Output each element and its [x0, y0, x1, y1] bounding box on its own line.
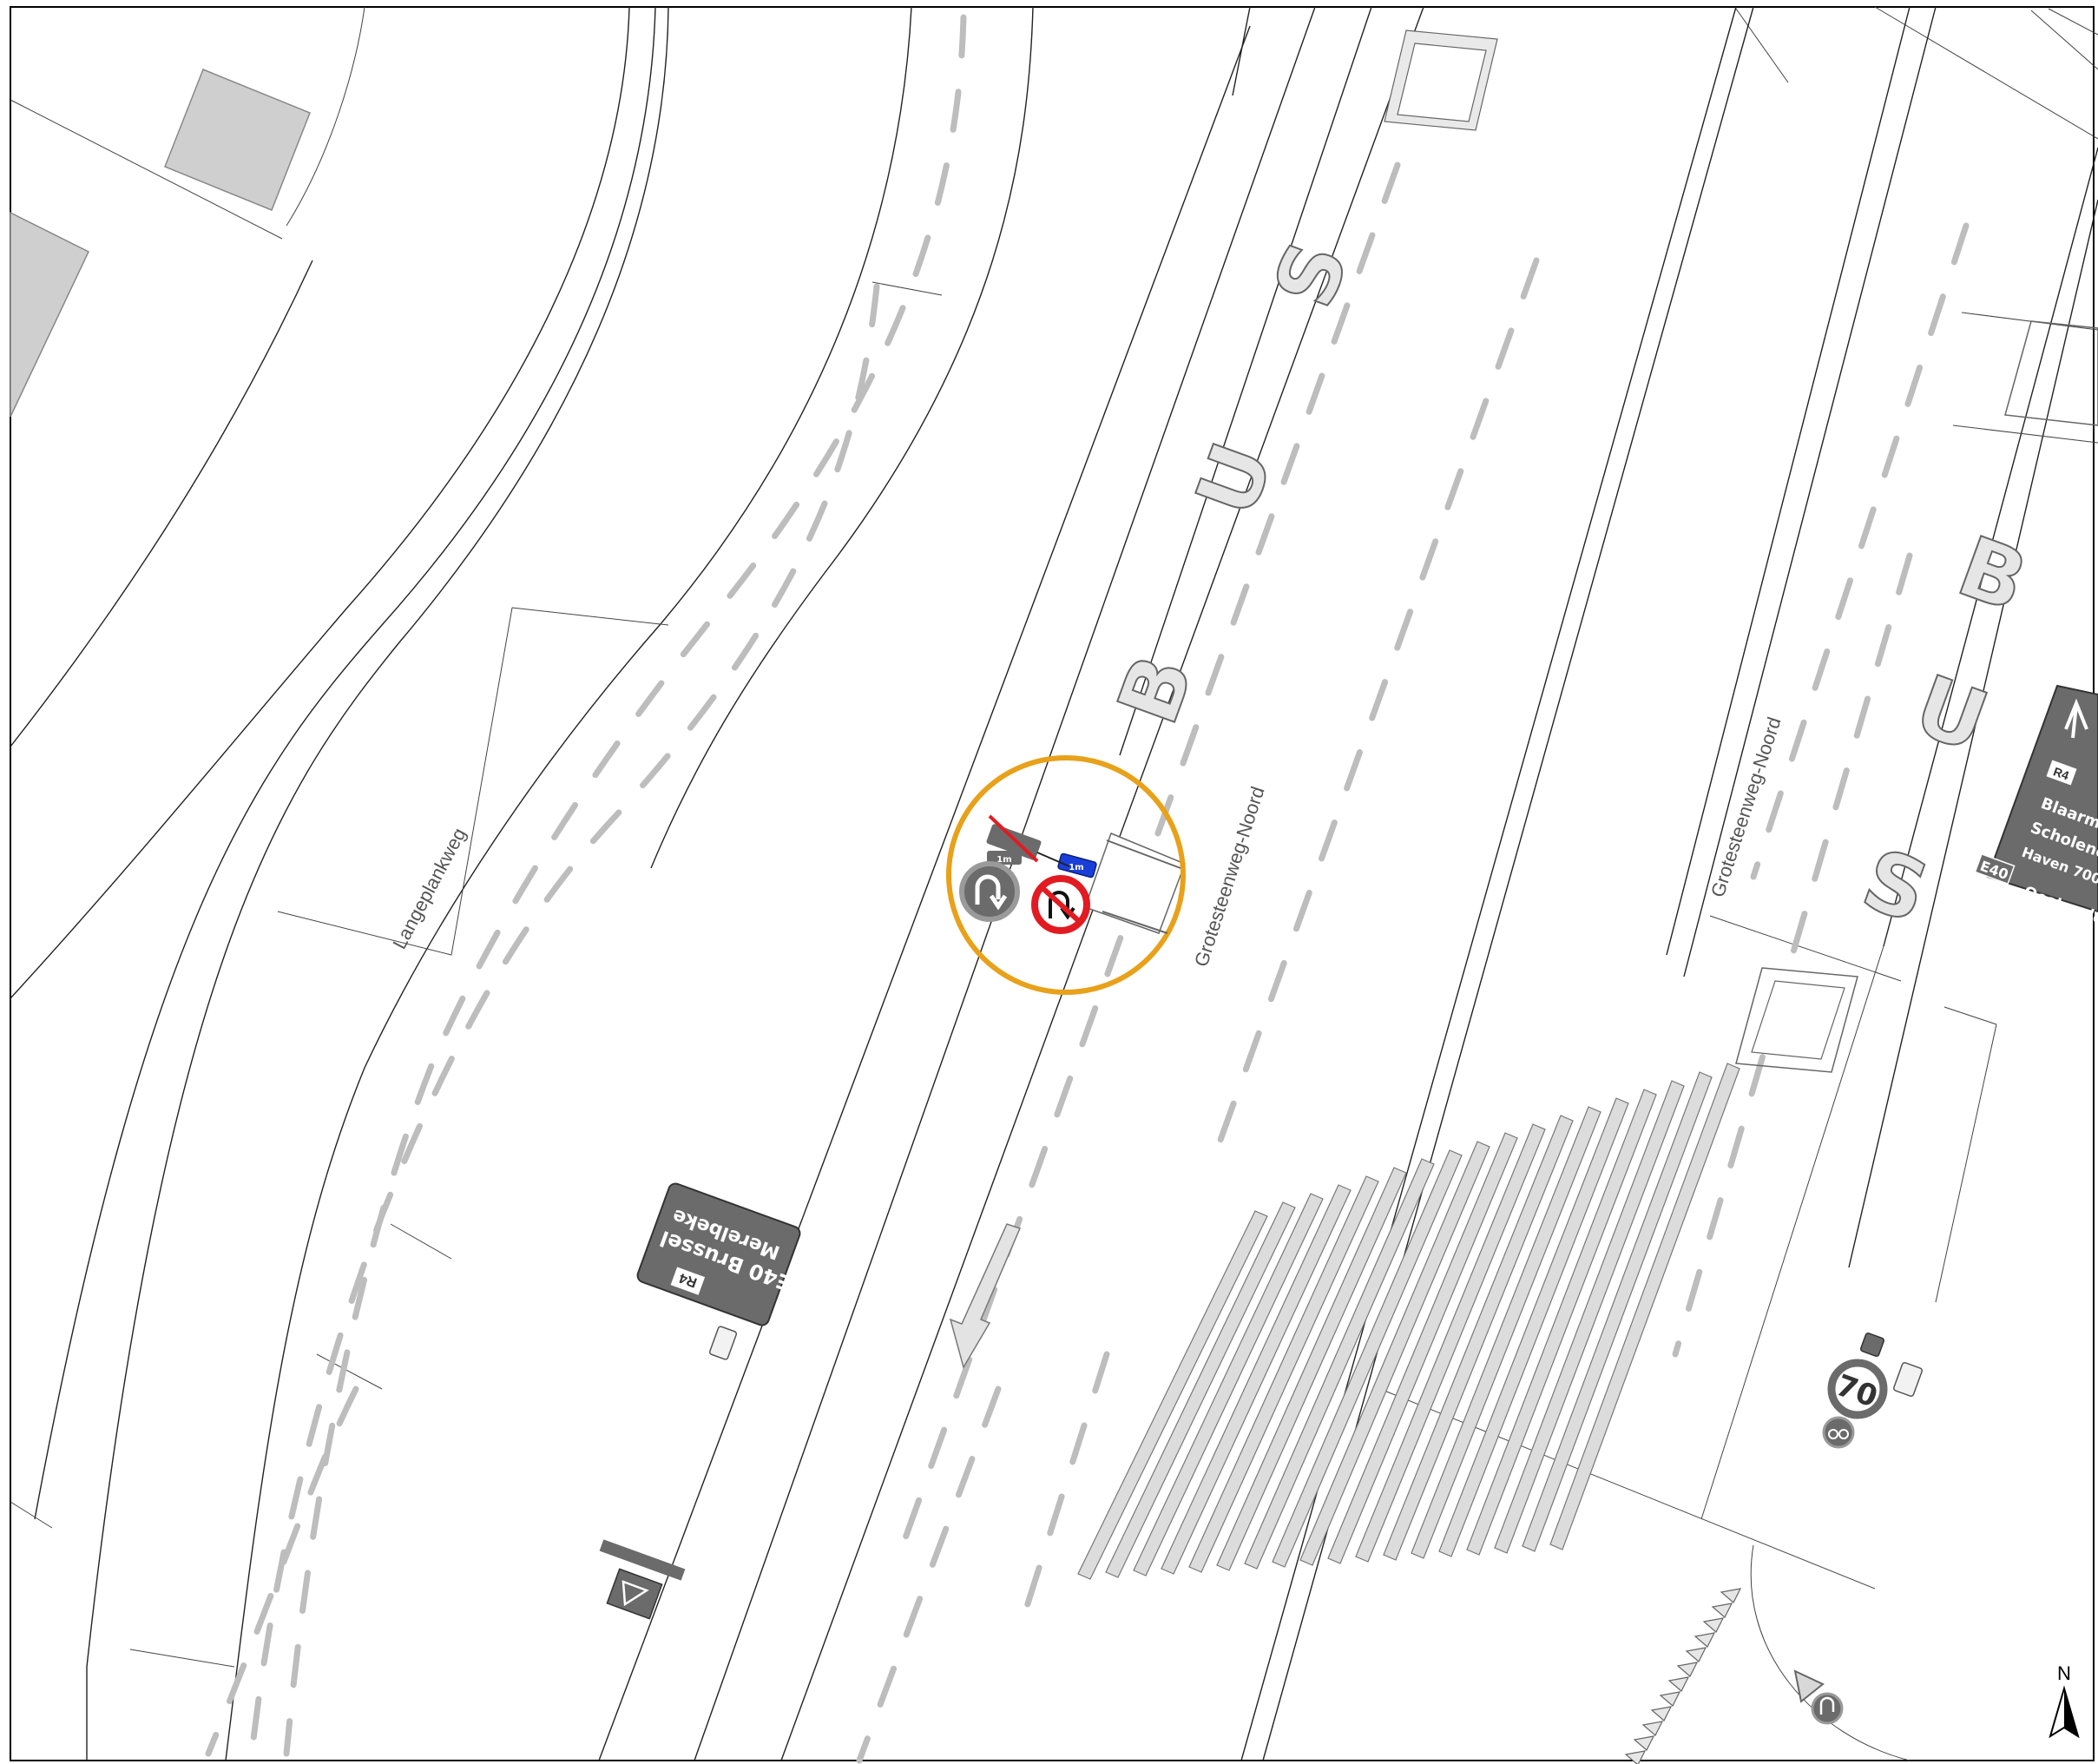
left-road-network: [10, 6, 1251, 1761]
give-way-triangle: [1667, 1676, 1690, 1692]
highlighted-sign-cluster[interactable]: 1m 1m: [946, 755, 1186, 995]
bus-letter: B: [1099, 643, 1212, 736]
sign-panel: [636, 1182, 801, 1326]
no-u-turn-arrow: [1049, 891, 1075, 920]
u-turn-sign-icon: [606, 1568, 663, 1620]
speed-limit-icon: [1827, 1359, 1888, 1419]
bottom-right-signs[interactable]: [1793, 1669, 1844, 1725]
direction-sign-right[interactable]: R4 Blaarm Scholenca Haven 7000- E40 Oost…: [1974, 684, 2098, 929]
hatch-stripe: [1161, 1184, 1352, 1575]
prohibition-slash: [1039, 885, 1082, 925]
arrow-plate: [599, 1539, 686, 1581]
hatch-stripe: [1494, 1080, 1685, 1554]
hatch-stripe: [1411, 1106, 1601, 1559]
building: [10, 211, 89, 418]
give-way-triangle: [1641, 1721, 1664, 1736]
route-shield-text: R4: [2052, 764, 2071, 782]
route-shield: [2046, 760, 2077, 786]
sub-plate: [987, 851, 1022, 865]
building: [164, 69, 311, 211]
lane-dashes: [1212, 257, 1540, 1158]
bus-letter: S: [1255, 230, 1367, 319]
hatch-stripe: [1105, 1201, 1296, 1578]
give-way-triangle: [1694, 1632, 1716, 1648]
lane-dashes: [248, 283, 880, 1757]
direction-arrow-icon: [2064, 698, 2088, 739]
sign-post-marker: [708, 1326, 738, 1360]
hatch-stripe: [1272, 1149, 1463, 1568]
sign-pole-link: [1036, 852, 1070, 867]
bus-lane-marking-left: S U B: [1098, 229, 1368, 737]
diamond-sign: [1859, 1332, 1885, 1358]
hatch-stripe: [1383, 1115, 1574, 1561]
give-way-sign-icon: [1793, 1669, 1825, 1703]
hatch-stripe: [1355, 1123, 1546, 1563]
stop-line: [1102, 911, 1168, 934]
speed-limit-cluster[interactable]: 70: [1822, 1332, 1923, 1449]
sign-panel: [1986, 684, 2098, 913]
hatch-stripe: [1466, 1089, 1657, 1556]
triangle-icon: [622, 1580, 649, 1607]
lane-dashes: [899, 161, 1401, 1549]
hatch-stripe: [1077, 1210, 1268, 1580]
parcel-lines: [10, 6, 2098, 240]
north-arrow-fill: [2064, 1688, 2078, 1736]
north-arrow: N: [2049, 1662, 2080, 1739]
give-way-triangle: [1650, 1706, 1673, 1721]
lane-dashes: [1750, 222, 1970, 880]
give-way-triangle: [1711, 1603, 1733, 1618]
info-plate: [1057, 852, 1097, 879]
lane-dashes: [205, 1386, 359, 1757]
bus-lane-boxes: [1084, 30, 2098, 1073]
stop-line: [1106, 839, 1181, 869]
bicycle-sign-icon: [1822, 1416, 1855, 1449]
give-way-triangle: [1676, 1662, 1699, 1677]
info-plate-text: 1m: [1069, 863, 1083, 872]
give-way-triangle: [1659, 1691, 1681, 1707]
hatch-stripe: [1133, 1193, 1324, 1576]
street-label-grotesteenweg-noord: Grotesteenweg-Noord: [1190, 784, 1269, 970]
hatch-stripe: [1327, 1132, 1518, 1564]
bus-letter: B: [1946, 517, 2039, 630]
hatch-stripe: [1438, 1097, 1629, 1557]
hatch-stripe: [1299, 1141, 1490, 1566]
u-turn-sign-icon: [959, 861, 1020, 922]
hatch-stripe: [1216, 1167, 1407, 1571]
hatch-stripe: [1522, 1071, 1713, 1552]
bus-letter: S: [1851, 830, 1940, 942]
street-label-langeplankweg: Langeplankweg: [388, 825, 470, 953]
give-way-triangle: [1624, 1750, 1647, 1764]
hatch-stripe: [1188, 1175, 1379, 1573]
direction-sign-left[interactable]: Merelbeke E40 Brussel R4: [635, 1181, 809, 1330]
sign-post-marker: [1893, 1362, 1923, 1397]
route-shield-text: R4: [677, 1270, 699, 1290]
turn-sign-icon: [1811, 1692, 1844, 1725]
lane-dashes: [1672, 552, 1913, 1358]
hatch-stripe: [1549, 1063, 1740, 1550]
buildings: [10, 69, 311, 418]
give-way-triangle: [1702, 1617, 1725, 1633]
sub-plate-text: 1m: [996, 855, 1011, 865]
direction-arrow-icon: [949, 1223, 1022, 1369]
give-way-triangle: [1685, 1647, 1707, 1662]
lane-dashes: [1021, 1351, 1110, 1618]
u-turn-arrow: [975, 874, 1008, 911]
highlight-circle[interactable]: [946, 755, 1186, 995]
bus-letter: U: [1177, 431, 1292, 528]
give-way-triangle: [1633, 1735, 1655, 1751]
hatch-stripe: [1244, 1158, 1435, 1570]
route-shield: [670, 1267, 706, 1295]
cross-out-line: [988, 814, 1039, 863]
e-route-shield: [1974, 852, 2016, 885]
north-label: N: [2057, 1662, 2071, 1684]
lane-dashes: [856, 1386, 1002, 1764]
bus-letter: U: [1903, 656, 2000, 771]
give-way-triangle: [1720, 1588, 1742, 1603]
lane-dashes: [283, 14, 967, 1757]
hatched-zone: [1077, 1063, 1740, 1580]
give-way-markings: [1624, 1588, 1742, 1764]
lower-sign-cluster[interactable]: [599, 1539, 686, 1620]
